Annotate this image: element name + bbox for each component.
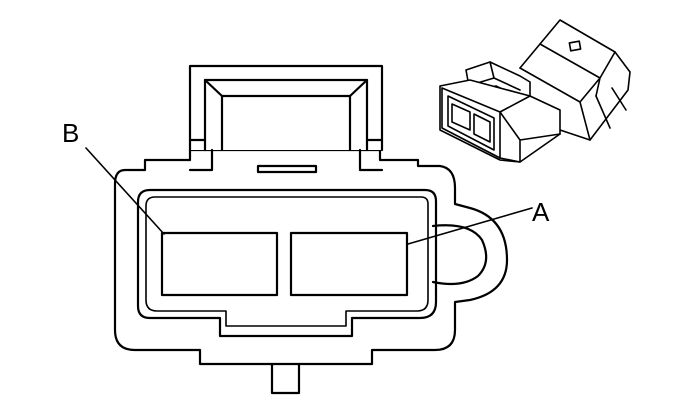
- leader-line-a: [407, 207, 533, 245]
- iso-front-edges: [499, 95, 561, 163]
- iso-front-terminals: [451, 103, 491, 143]
- latch-frame-outer: [188, 64, 384, 152]
- latch-inner-walls: [220, 94, 352, 152]
- terminal-cavity-inner: [145, 196, 429, 327]
- terminal-cavity-outer: [136, 188, 438, 338]
- connector-isometric-view: [439, 19, 631, 163]
- latch-tab: [256, 164, 318, 174]
- callout-label-b: B: [62, 118, 79, 148]
- latch-frame-inner: [203, 78, 369, 152]
- latch-side-steps: [188, 138, 384, 172]
- leader-line-b: [85, 147, 165, 235]
- bottom-stub: [270, 362, 301, 395]
- connector-face-view: B A: [62, 64, 550, 395]
- latch-inner-trapezoid: [203, 78, 369, 98]
- callout-label-a: A: [532, 197, 550, 227]
- iso-front-cavity: [447, 95, 495, 151]
- terminal-a: [289, 231, 409, 297]
- iso-latch-detail: [473, 61, 523, 115]
- iso-rear-ribs: [579, 87, 627, 141]
- iso-rear-window: [568, 40, 582, 52]
- terminal-b: [160, 231, 279, 297]
